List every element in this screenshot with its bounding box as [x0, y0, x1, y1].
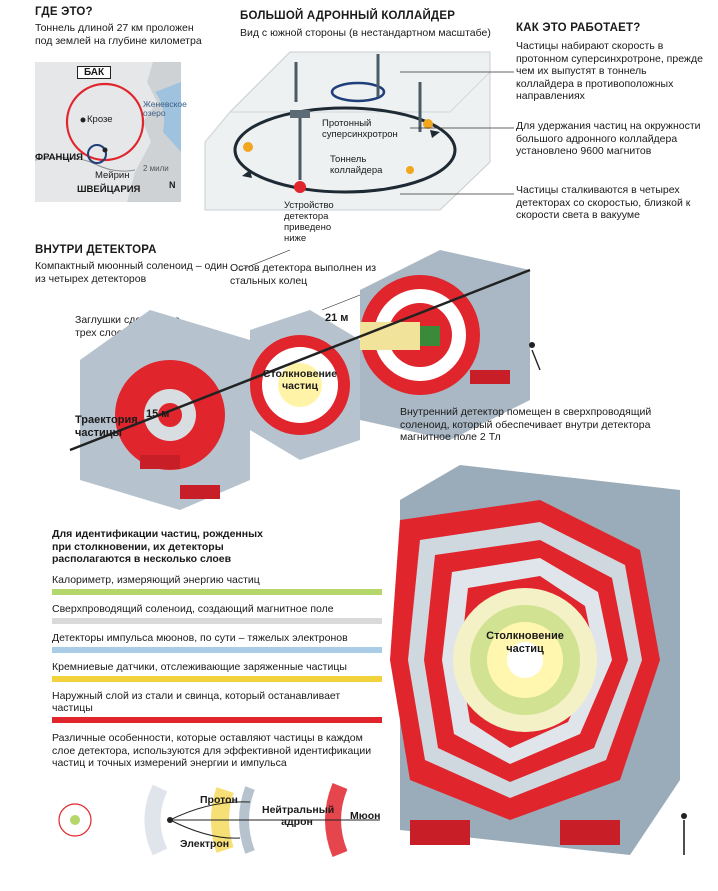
north-label: N	[169, 180, 176, 190]
sps-ring	[87, 144, 107, 164]
collision-label-large: Столкновение частиц	[486, 630, 564, 655]
legend-item: Сверхпроводящий соленоид, создающий магн…	[52, 603, 382, 624]
collider-ring	[233, 106, 457, 194]
legend-color-bar	[52, 717, 382, 723]
legend-color-bar	[52, 589, 382, 595]
trajectory-label: Траектория частицы	[75, 414, 138, 439]
inside-frame: Остов детектора выполнен из стальных кол…	[230, 262, 377, 287]
layers-intro: Для идентификации частиц, рожденных при …	[52, 528, 263, 565]
kroze-label: Крозе	[87, 114, 113, 125]
legend-item: Кремниевые датчики, отслеживающие заряже…	[52, 661, 382, 682]
legend-item: Наружный слой из стали и свинца, который…	[52, 690, 382, 723]
neutral-hadron-label: Нейтральный адрон	[262, 804, 335, 828]
detector-cross-section: Столкновение частиц	[380, 460, 700, 860]
muon-label: Мюон	[350, 810, 381, 822]
legend-color-bar	[52, 618, 382, 624]
legend-color-bar	[52, 676, 382, 682]
detector-device-label: Устройство детектора приведено ниже	[284, 200, 334, 244]
how-leader-lines	[400, 71, 514, 195]
lhc-subtitle: Вид с южной стороны (в нестандартном мас…	[240, 27, 491, 39]
electron-label: Электрон	[180, 838, 230, 850]
legend-item: Детекторы импульса мюонов, по сути – тяж…	[52, 632, 382, 653]
proton-label: Протон	[200, 794, 238, 806]
particle-tracks: Протон Нейтральный адрон Мюон Электрон	[50, 780, 390, 880]
legend-item: Калориметр, измеряющий энергию частиц	[52, 574, 382, 595]
layers-note: Различные особенности, которые оставляют…	[52, 732, 372, 769]
inner-detector-text: Внутренний детектор помещен в сверхпрово…	[400, 406, 652, 443]
meyrin-label: Мейрин	[95, 170, 130, 181]
lhc-heading: БОЛЬШОЙ АДРОННЫЙ КОЛЛАЙДЕР	[240, 10, 456, 22]
legend-label: Детекторы импульса мюонов, по сути – тяж…	[52, 632, 348, 644]
how-p2: Для удержания частиц на окружности больш…	[516, 120, 701, 157]
location-map: БАК Женевское озеро Крозе Мейрин ФРАНЦИЯ…	[34, 62, 187, 202]
lhc-badge: БАК	[77, 66, 112, 79]
scale-label: 2 мили	[143, 164, 169, 173]
collider-tunnel-label: Тоннель коллайдера	[330, 154, 383, 176]
legend-color-bar	[52, 647, 382, 653]
lhc-3d-view: Протонный суперсинхротрон Тоннель коллай…	[200, 42, 502, 244]
lake-shape	[155, 82, 181, 152]
dim-21m: 21 м	[325, 312, 349, 324]
switzerland-label: ШВЕЙЦАРИЯ	[77, 184, 141, 195]
legend-label: Кремниевые датчики, отслеживающие заряже…	[52, 661, 347, 673]
legend-label: Наружный слой из стали и свинца, который…	[52, 690, 341, 714]
how-heading: КАК ЭТО РАБОТАЕТ?	[516, 22, 641, 34]
collision-label-small: Столкновение частиц	[262, 368, 338, 392]
proton-sync-label: Протонный суперсинхротрон	[322, 118, 398, 140]
inside-solenoid: Компактный мюонный соленоид – один из че…	[35, 260, 228, 285]
legend-label: Сверхпроводящий соленоид, создающий магн…	[52, 603, 334, 615]
where-heading: ГДЕ ЭТО?	[35, 6, 93, 18]
where-text: Тоннель длиной 27 км проложен под землей…	[35, 22, 202, 47]
legend-label: Калориметр, измеряющий энергию частиц	[52, 574, 260, 586]
exploded-detector: 21 м 15 м Столкновение частиц	[60, 240, 570, 520]
france-label: ФРАНЦИЯ	[35, 152, 83, 163]
inside-heading: ВНУТРИ ДЕТЕКТОРА	[35, 244, 157, 256]
lake-label: Женевское озеро	[143, 99, 187, 118]
beam-line	[69, 268, 531, 452]
how-p3: Частицы сталкиваются в четырех детектора…	[516, 184, 691, 221]
dim-15m: 15 м	[146, 408, 170, 420]
how-p1: Частицы набирают скорость в протонном су…	[516, 40, 703, 102]
